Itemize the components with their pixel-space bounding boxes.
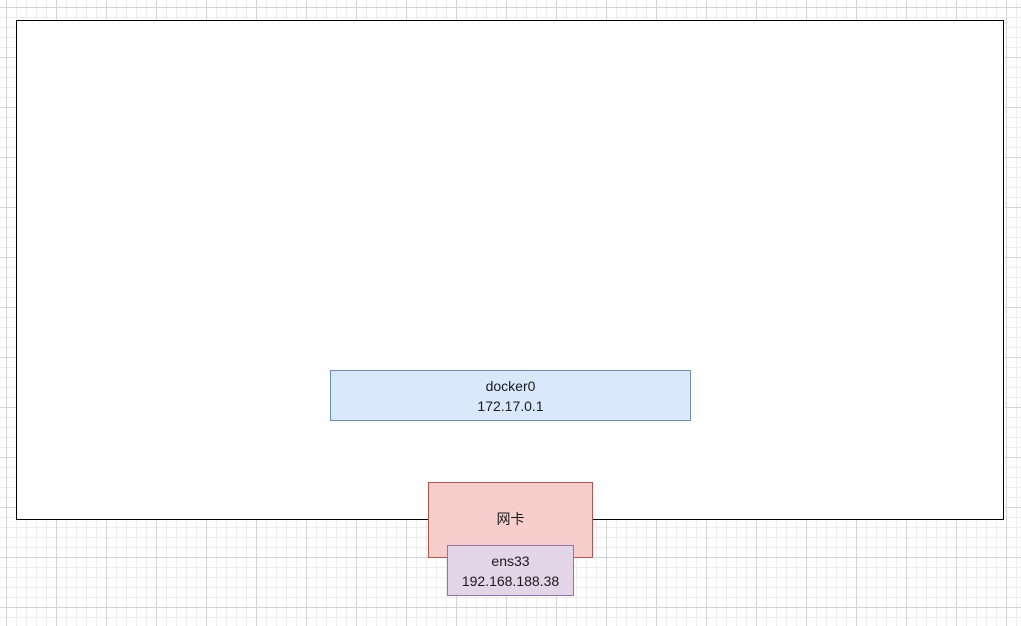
docker0-bridge-node[interactable]: docker0 172.17.0.1 bbox=[330, 370, 691, 421]
docker0-name-label: docker0 bbox=[485, 377, 536, 394]
ens33-ip-label: 192.168.188.38 bbox=[461, 572, 560, 589]
ens33-interface-node[interactable]: ens33 192.168.188.38 bbox=[447, 545, 574, 596]
host-machine-box[interactable] bbox=[16, 20, 1004, 520]
ens33-name-label: ens33 bbox=[491, 552, 530, 569]
docker0-ip-label: 172.17.0.1 bbox=[477, 397, 544, 414]
network-card-label: 网卡 bbox=[496, 510, 525, 527]
